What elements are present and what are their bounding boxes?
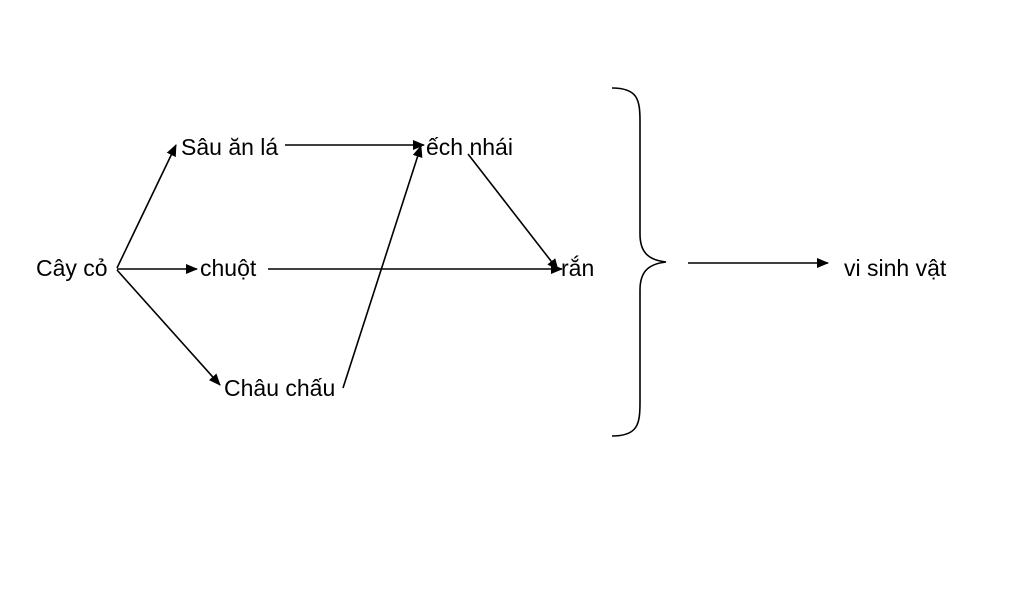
node-ran: rắn [561,255,594,281]
node-ech-nhai: ếch nhái [426,134,513,160]
node-cay-co: Cây cỏ [36,255,108,281]
edge-echnhai-ran [467,153,559,271]
node-chuot: chuột [200,255,257,281]
right-curly-brace [611,87,667,437]
edge-cayco-chauchau [116,269,221,386]
node-vi-sinh-vat: vi sinh vật [844,255,947,281]
node-chau-chau: Châu chấu [224,375,335,401]
edge-cayco-sauanla [116,144,177,269]
node-sau-an-la: Sâu ăn lá [181,134,278,160]
edge-chauchau-echnhai [342,145,423,389]
